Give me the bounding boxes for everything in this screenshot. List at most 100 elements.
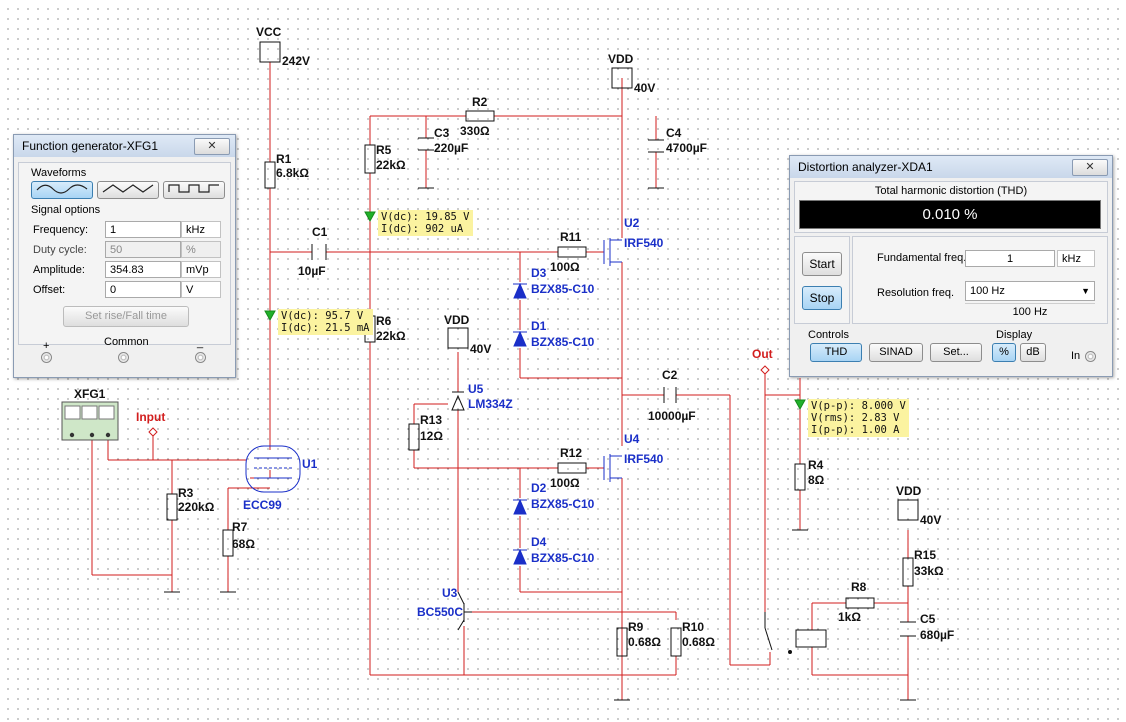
c1-value: 10µF bbox=[298, 264, 326, 278]
u5-ref: U5 bbox=[468, 382, 484, 396]
resolution-freq-selected: 100 Hz bbox=[970, 285, 1005, 297]
resolution-freq-select[interactable]: 100 Hz ▼ bbox=[965, 281, 1095, 301]
r1-ref: R1 bbox=[276, 152, 292, 166]
da-in-label: In bbox=[1071, 350, 1081, 362]
vdd-label-top: VDD bbox=[608, 52, 634, 66]
d4-ref: D4 bbox=[531, 535, 547, 549]
fundamental-freq-unit[interactable]: kHz bbox=[1057, 250, 1095, 267]
fg-common-label: Common bbox=[104, 336, 149, 348]
fg-options-panel: Waveforms Signal options Frequency: 1 kH… bbox=[18, 162, 231, 345]
r12-value: 100Ω bbox=[550, 476, 580, 490]
duty-cycle-unit[interactable]: % bbox=[181, 241, 221, 258]
c4-ref: C4 bbox=[666, 126, 682, 140]
vdd-label-mid: VDD bbox=[444, 313, 470, 327]
vdd-value-mid: 40V bbox=[470, 342, 492, 356]
probe-1-readout: V(dc): 19.85 V I(dc): 902 uA bbox=[378, 210, 473, 236]
fundamental-freq-input[interactable]: 1 bbox=[965, 250, 1055, 267]
db-display-button[interactable]: dB bbox=[1020, 343, 1046, 362]
mosfet-symbols bbox=[245, 238, 622, 493]
d1-ref: D1 bbox=[531, 319, 547, 333]
d1-value: BZX85-C10 bbox=[531, 335, 595, 349]
d2-ref: D2 bbox=[531, 481, 547, 495]
fg-close-button[interactable]: ✕ bbox=[194, 138, 230, 155]
frequency-unit[interactable]: kHz bbox=[181, 221, 221, 238]
frequency-label: Frequency: bbox=[33, 224, 89, 236]
da-close-button[interactable]: ✕ bbox=[1072, 159, 1108, 176]
fg-plus-terminal-icon[interactable] bbox=[41, 352, 52, 363]
set-rise-fall-button[interactable]: Set rise/Fall time bbox=[63, 306, 189, 327]
da-titlebar[interactable]: Distortion analyzer-XDA1 ✕ bbox=[790, 156, 1112, 178]
u4-value: IRF540 bbox=[624, 452, 664, 466]
r5-value: 22kΩ bbox=[376, 158, 406, 172]
da-title: Distortion analyzer-XDA1 bbox=[798, 160, 933, 174]
controls-label: Controls bbox=[808, 329, 849, 341]
square-wave-button[interactable] bbox=[163, 181, 225, 199]
r15-value: 33kΩ bbox=[914, 564, 944, 578]
duty-cycle-input[interactable]: 50 bbox=[105, 241, 181, 258]
fg-waveforms-label: Waveforms bbox=[31, 167, 87, 179]
frequency-input[interactable]: 1 bbox=[105, 221, 181, 238]
start-button[interactable]: Start bbox=[802, 252, 842, 276]
amplitude-label: Amplitude: bbox=[33, 264, 85, 276]
triangle-wave-button[interactable] bbox=[97, 181, 159, 199]
triangle-wave-icon bbox=[102, 184, 154, 193]
sine-wave-button[interactable] bbox=[31, 181, 93, 199]
r4-ref: R4 bbox=[808, 458, 824, 472]
percent-display-button[interactable]: % bbox=[992, 343, 1016, 362]
d3-value: BZX85-C10 bbox=[531, 282, 595, 296]
d4-value: BZX85-C10 bbox=[531, 551, 595, 565]
c5-ref: C5 bbox=[920, 612, 936, 626]
d2-value: BZX85-C10 bbox=[531, 497, 595, 511]
da-freq-panel: Fundamental freq. 1 kHz Resolution freq.… bbox=[852, 236, 1108, 324]
probe-3-line1: V(p-p): 8.000 V bbox=[811, 400, 906, 412]
u3-value: BC550C bbox=[417, 605, 464, 619]
amplitude-unit[interactable]: mVp bbox=[181, 261, 221, 278]
c2-value: 10000µF bbox=[648, 409, 696, 423]
d3-ref: D3 bbox=[531, 266, 547, 280]
probe-2-readout: V(dc): 95.7 V I(dc): 21.5 mA bbox=[278, 309, 373, 335]
c1-ref: C1 bbox=[312, 225, 328, 239]
r4-value: 8Ω bbox=[808, 473, 825, 487]
u2-value: IRF540 bbox=[624, 236, 664, 250]
c3-ref: C3 bbox=[434, 126, 450, 140]
r3-ref: R3 bbox=[178, 486, 194, 500]
c5-value: 680µF bbox=[920, 628, 955, 642]
r5-ref: R5 bbox=[376, 143, 392, 157]
wires bbox=[91, 62, 909, 700]
da-in-terminal-icon[interactable] bbox=[1085, 351, 1096, 362]
probe-1-line2: I(dc): 902 uA bbox=[381, 223, 464, 235]
fg-common-terminal-icon[interactable] bbox=[118, 352, 129, 363]
r2-value: 330Ω bbox=[460, 124, 490, 138]
r6-ref: R6 bbox=[376, 314, 392, 328]
stop-button[interactable]: Stop bbox=[802, 286, 842, 310]
offset-unit[interactable]: V bbox=[181, 281, 221, 298]
r1-value: 6.8kΩ bbox=[276, 166, 309, 180]
xfg1-instrument-icon[interactable] bbox=[61, 401, 119, 441]
r10-ref: R10 bbox=[682, 620, 705, 634]
c3-value: 220µF bbox=[434, 141, 469, 155]
amplitude-input[interactable]: 354.83 bbox=[105, 261, 181, 278]
r8-value: 1kΩ bbox=[838, 610, 861, 624]
probe-3-readout: V(p-p): 8.000 V V(rms): 2.83 V I(p-p): 1… bbox=[808, 399, 909, 437]
u1-ref: U1 bbox=[302, 457, 318, 471]
probe-arrows bbox=[264, 211, 806, 411]
vcc-value: 242V bbox=[282, 54, 311, 68]
zener-symbols bbox=[513, 282, 527, 565]
sinad-mode-button[interactable]: SINAD bbox=[869, 343, 923, 362]
r13-ref: R13 bbox=[420, 413, 443, 427]
r11-value: 100Ω bbox=[550, 260, 580, 274]
vcc-label: VCC bbox=[256, 25, 282, 39]
r7-value: 68Ω bbox=[232, 537, 255, 551]
fg-minus-terminal-icon[interactable] bbox=[195, 352, 206, 363]
set-button[interactable]: Set... bbox=[930, 343, 982, 362]
thd-mode-button[interactable]: THD bbox=[810, 343, 862, 362]
vdd-value-right: 40V bbox=[920, 513, 942, 527]
function-generator-window[interactable]: Function generator-XFG1 ✕ Waveforms Sign… bbox=[13, 134, 236, 378]
distortion-analyzer-window[interactable]: Distortion analyzer-XDA1 ✕ Total harmoni… bbox=[789, 155, 1113, 377]
fg-titlebar[interactable]: Function generator-XFG1 ✕ bbox=[14, 135, 235, 157]
component-symbols bbox=[164, 41, 919, 701]
probe-3-line2: V(rms): 2.83 V bbox=[811, 412, 900, 424]
offset-label: Offset: bbox=[33, 284, 66, 296]
offset-input[interactable]: 0 bbox=[105, 281, 181, 298]
